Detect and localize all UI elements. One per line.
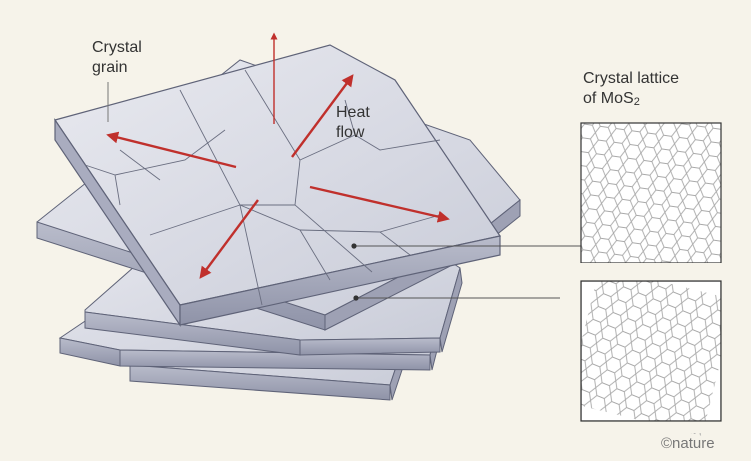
nature-credit: ©nature	[661, 435, 715, 452]
arrow-right	[309, 185, 450, 223]
arrow-down-left	[199, 199, 259, 279]
crystal-grain-label-line2: grain	[92, 59, 128, 76]
heat-flow-label: Heat flow	[336, 103, 396, 143]
crystal-lattice-label-line1: Crystal lattice	[583, 70, 680, 87]
lattice-mask	[560, 263, 751, 433]
sheet-top	[54, 44, 501, 327]
heat-flow-label-line2: flow	[336, 124, 365, 141]
crystal-lattice-label-line2: of MoS2	[583, 89, 743, 112]
lattice-callouts	[351, 243, 581, 301]
crystal-grain-label-line1: Crystal	[92, 39, 142, 56]
grain-boundaries	[84, 69, 441, 306]
lattice-box-bottom	[566, 266, 736, 436]
crystal-grain-label: Crystal grain	[92, 38, 192, 78]
arrow-up-right	[291, 74, 354, 158]
lattice-box-top	[580, 122, 722, 264]
mos2-subscript: 2	[633, 96, 640, 108]
arrow-left	[106, 131, 237, 169]
heat-flow-arrows	[106, 32, 450, 279]
crystal-lattice-label: Crystal lattice of MoS2	[583, 69, 743, 112]
mos2-prefix: of MoS	[583, 90, 634, 107]
heat-flow-label-line1: Heat	[336, 104, 370, 121]
